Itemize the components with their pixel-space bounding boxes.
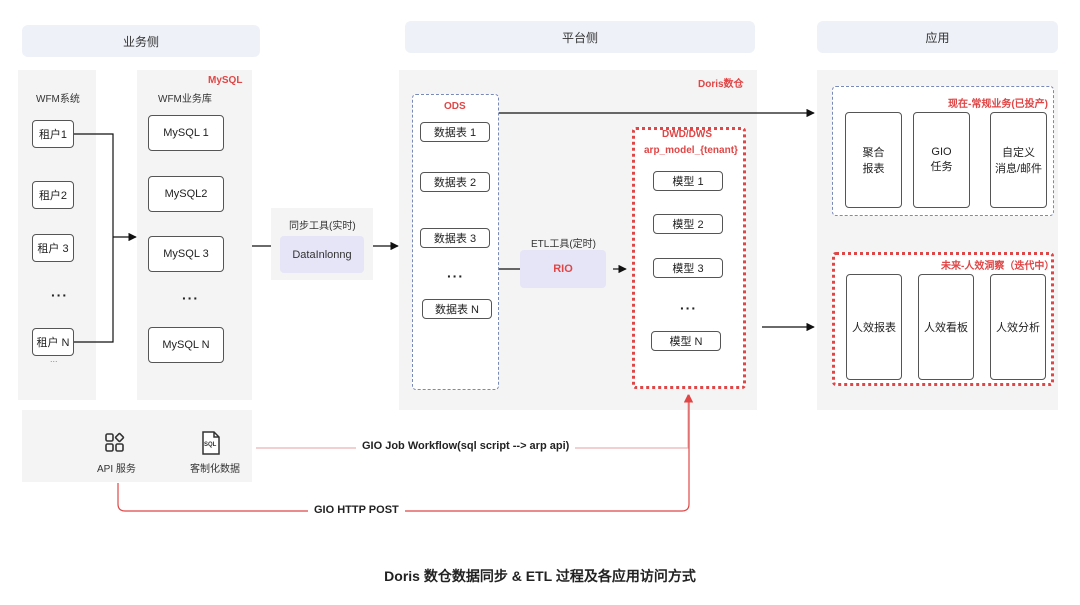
app-custom-message: 自定义 消息/邮件 bbox=[990, 112, 1047, 208]
current-apps-title: 现在-常规业务(已投产) bbox=[948, 99, 1048, 110]
ods-title: ODS bbox=[444, 101, 466, 112]
header-application: 应用 bbox=[817, 21, 1058, 53]
app-efficiency-dashboard: 人效看板 bbox=[918, 274, 974, 380]
app-aggregate-report: 聚合 报表 bbox=[845, 112, 902, 208]
doris-tag: Doris数仓 bbox=[698, 79, 744, 90]
tenant-trailing-dots: ... bbox=[50, 354, 58, 364]
dwd-title: DWD/DWS bbox=[662, 129, 712, 140]
rio-tool: RIO bbox=[520, 250, 606, 288]
header-platform: 平台侧 bbox=[405, 21, 755, 53]
model-n: 模型 N bbox=[651, 331, 721, 351]
tenant-n: 租户 N bbox=[32, 328, 74, 356]
mysql-3: MySQL 3 bbox=[148, 236, 224, 272]
gio-workflow-label: GIO Job Workflow(sql script --> arp api) bbox=[356, 440, 576, 452]
gio-http-post-label: GIO HTTP POST bbox=[308, 504, 405, 516]
grid-apps-icon bbox=[104, 432, 126, 454]
app-efficiency-analysis: 人效分析 bbox=[990, 274, 1046, 380]
sql-icon-text: SQL bbox=[204, 442, 217, 448]
ods-ellipsis: ··· bbox=[447, 268, 464, 284]
tenant-3: 租户 3 bbox=[32, 234, 74, 262]
mysql-tag: MySQL bbox=[208, 75, 243, 86]
sql-file-icon: SQL bbox=[201, 431, 221, 455]
ods-table-1: 数据表 1 bbox=[420, 122, 490, 142]
wfm-db-title: WFM业务库 bbox=[158, 94, 212, 105]
future-apps-title: 未来-人效洞察（迭代中） bbox=[941, 261, 1055, 272]
app-gio-task: GIO 任务 bbox=[913, 112, 970, 208]
model-2: 模型 2 bbox=[653, 214, 723, 234]
datainlong-tool: DataInlonng bbox=[280, 236, 364, 273]
header-business: 业务侧 bbox=[22, 25, 260, 57]
model-3: 模型 3 bbox=[653, 258, 723, 278]
ods-table-n: 数据表 N bbox=[422, 299, 492, 319]
app-efficiency-report: 人效报表 bbox=[846, 274, 902, 380]
ods-table-3: 数据表 3 bbox=[420, 228, 490, 248]
api-service-label: API 服务 bbox=[97, 464, 136, 475]
models-ellipsis: ··· bbox=[680, 300, 697, 316]
tenant-1: 租户1 bbox=[32, 120, 74, 148]
dwd-subtitle: arp_model_{tenant} bbox=[644, 145, 738, 156]
ods-table-2: 数据表 2 bbox=[420, 172, 490, 192]
etl-title: ETL工具(定时) bbox=[531, 239, 596, 250]
tenant-ellipsis: ··· bbox=[51, 287, 68, 303]
mysql-ellipsis: ··· bbox=[182, 290, 199, 306]
mysql-2: MySQL2 bbox=[148, 176, 224, 212]
wfm-system-title: WFM系统 bbox=[36, 94, 80, 105]
model-1: 模型 1 bbox=[653, 171, 723, 191]
diagram-caption: Doris 数仓数据同步 & ETL 过程及各应用访问方式 bbox=[384, 568, 696, 584]
custom-data-label: 客制化数据 bbox=[190, 464, 240, 475]
mysql-1: MySQL 1 bbox=[148, 115, 224, 151]
sync-title: 同步工具(实时) bbox=[289, 221, 356, 232]
tenant-2: 租户2 bbox=[32, 181, 74, 209]
mysql-n: MySQL N bbox=[148, 327, 224, 363]
